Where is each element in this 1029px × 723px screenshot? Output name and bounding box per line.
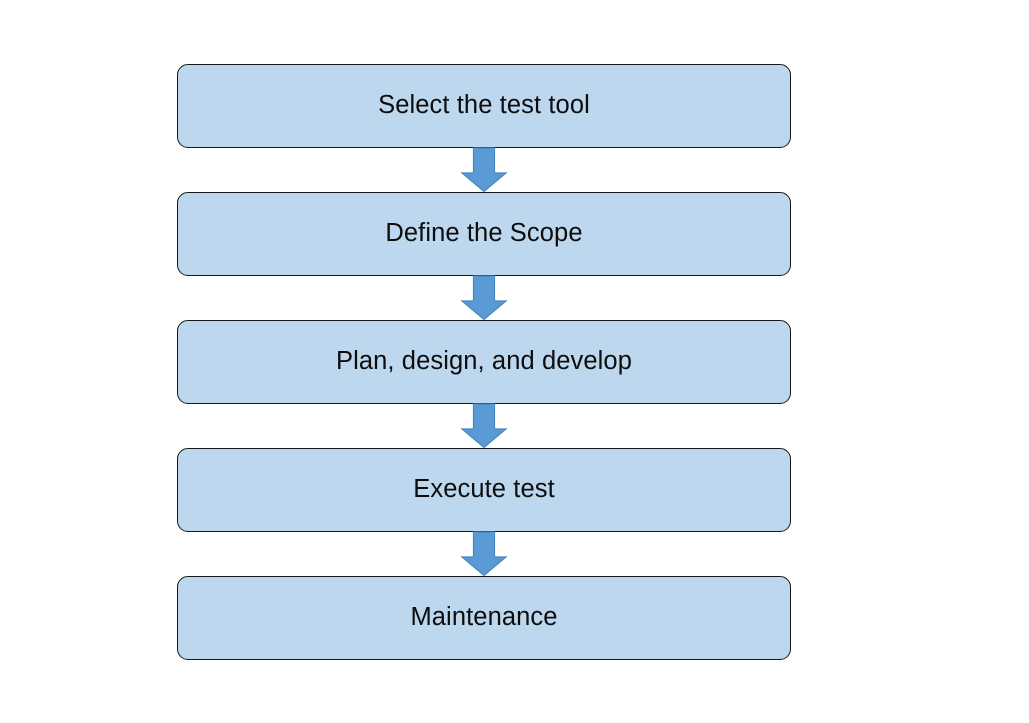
flow-connector-4 — [177, 531, 791, 577]
flow-node-define-the-scope[interactable]: Define the Scope — [177, 192, 791, 276]
arrow-down-icon — [460, 531, 508, 577]
flow-node-label: Execute test — [413, 475, 555, 504]
flow-node-label: Define the Scope — [385, 219, 583, 248]
flow-node-plan-design-and-develop[interactable]: Plan, design, and develop — [177, 320, 791, 404]
flowchart-sequence: Select the test tool Define the Scope Pl… — [177, 64, 791, 660]
arrow-down-icon — [460, 147, 508, 193]
flow-node-label: Maintenance — [410, 603, 558, 632]
flow-connector-3 — [177, 403, 791, 449]
flow-node-select-the-test-tool[interactable]: Select the test tool — [177, 64, 791, 148]
flow-node-label: Select the test tool — [378, 91, 590, 120]
flow-node-maintenance[interactable]: Maintenance — [177, 576, 791, 660]
flow-connector-1 — [177, 147, 791, 193]
flow-node-label: Plan, design, and develop — [336, 347, 632, 376]
flow-connector-2 — [177, 275, 791, 321]
arrow-down-icon — [460, 275, 508, 321]
arrow-down-icon — [460, 403, 508, 449]
flow-node-execute-test[interactable]: Execute test — [177, 448, 791, 532]
